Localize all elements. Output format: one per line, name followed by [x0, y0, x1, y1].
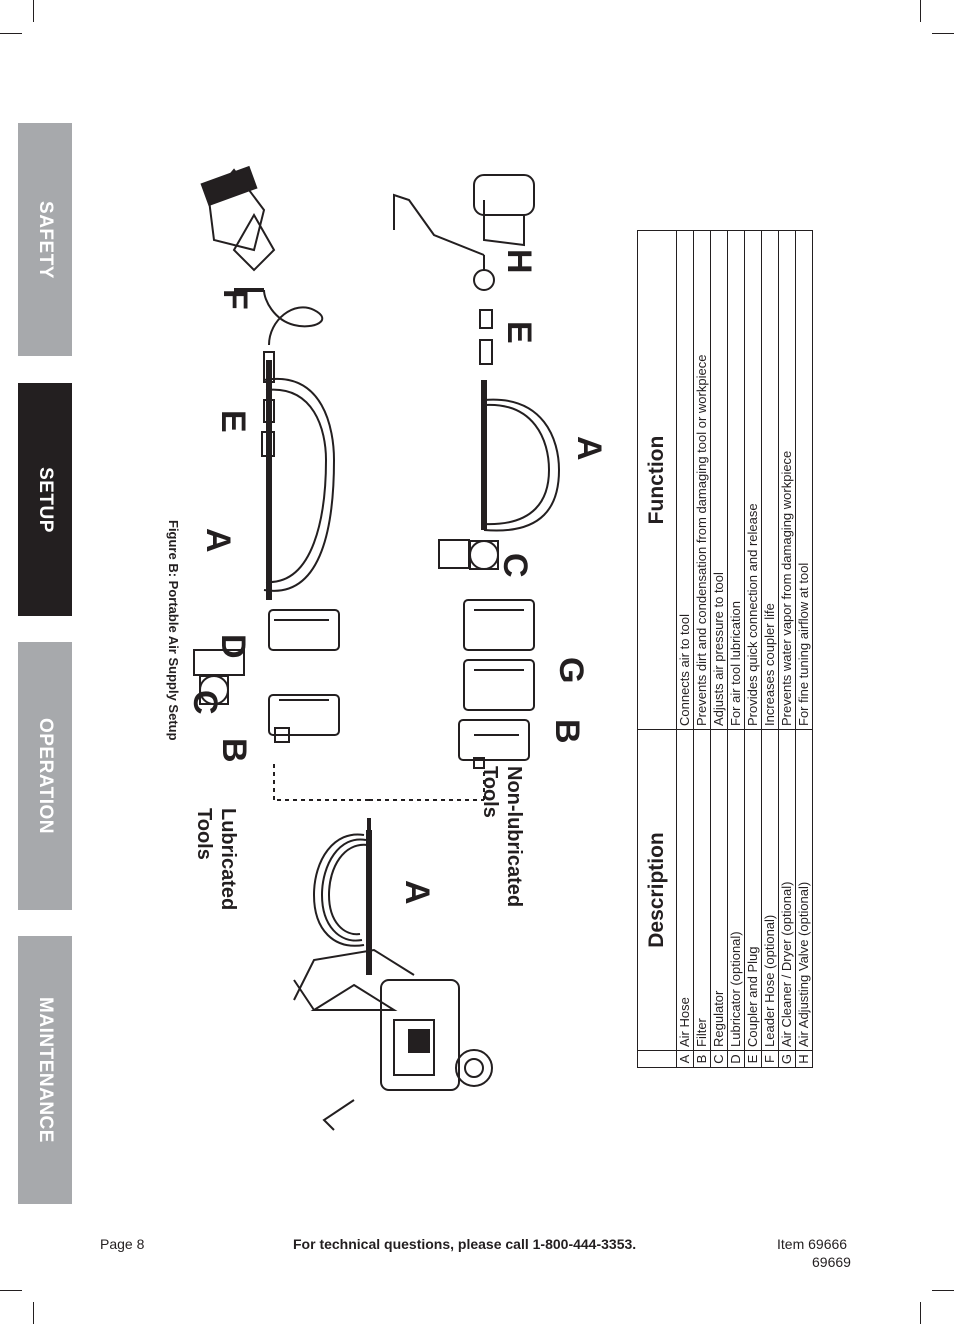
- compressor-icon: [293, 948, 493, 1131]
- row-description: Air Adjusting Valve (optional): [795, 729, 813, 1051]
- row-description: Filter: [693, 729, 711, 1051]
- air-hose-icon: [312, 818, 372, 975]
- item-number-second: 69669: [812, 1254, 851, 1270]
- table-header-function: Function: [637, 230, 677, 730]
- row-description: Air Hose: [676, 729, 694, 1051]
- tab-safety[interactable]: SAFETY: [18, 123, 72, 356]
- tab-setup[interactable]: SETUP: [18, 383, 72, 616]
- row-description: Leader Hose (optional): [761, 729, 779, 1051]
- row-function: For fine tuning airflow at tool: [795, 230, 813, 730]
- crop-mark: [0, 1290, 22, 1291]
- row-letter: A: [676, 1050, 694, 1068]
- row-description: Lubricator (optional): [727, 729, 745, 1051]
- row-description: Air Cleaner / Dryer (optional): [778, 729, 796, 1051]
- row-function: Increases coupler life: [761, 230, 779, 730]
- row-letter: D: [727, 1050, 745, 1068]
- tab-operation[interactable]: OPERATION: [18, 642, 72, 910]
- row-function: Provides quick connection and release: [744, 230, 762, 730]
- nonlubricated-line-icon: [393, 174, 561, 769]
- crop-mark: [33, 0, 34, 22]
- row-letter: E: [744, 1050, 762, 1068]
- crop-mark: [920, 0, 921, 22]
- crop-mark: [33, 1302, 34, 1324]
- table-header-row: Description Function: [637, 230, 677, 1068]
- row-letter: B: [693, 1050, 711, 1068]
- row-description: Coupler and Plug: [744, 729, 762, 1051]
- row-function: Prevents water vapor from damaging workp…: [778, 230, 796, 730]
- item-number: Item 69666: [777, 1236, 848, 1252]
- tab-maintenance[interactable]: MAINTENANCE: [18, 936, 72, 1204]
- crop-mark: [0, 33, 22, 34]
- row-function: For air tool lubrication: [727, 230, 745, 730]
- row-function: Adjusts air pressure to tool: [710, 230, 728, 730]
- crop-mark: [932, 33, 954, 34]
- lubricated-line-icon: [193, 165, 340, 743]
- row-letter: F: [761, 1050, 779, 1068]
- table-header-letter: [637, 1050, 677, 1068]
- crop-mark: [932, 1290, 954, 1291]
- crop-mark: [920, 1302, 921, 1324]
- row-function: Prevents dirt and condensation from dama…: [693, 230, 711, 730]
- table-header-description: Description: [637, 729, 677, 1051]
- tech-support-line: For technical questions, please call 1-8…: [293, 1236, 637, 1252]
- row-letter: G: [778, 1050, 796, 1068]
- row-letter: H: [795, 1050, 813, 1068]
- row-letter: C: [710, 1050, 728, 1068]
- row-function: Connects air to tool: [676, 230, 694, 730]
- page-number: Page 8: [100, 1236, 145, 1252]
- branch-line: [273, 760, 485, 801]
- row-description: Regulator: [710, 729, 728, 1051]
